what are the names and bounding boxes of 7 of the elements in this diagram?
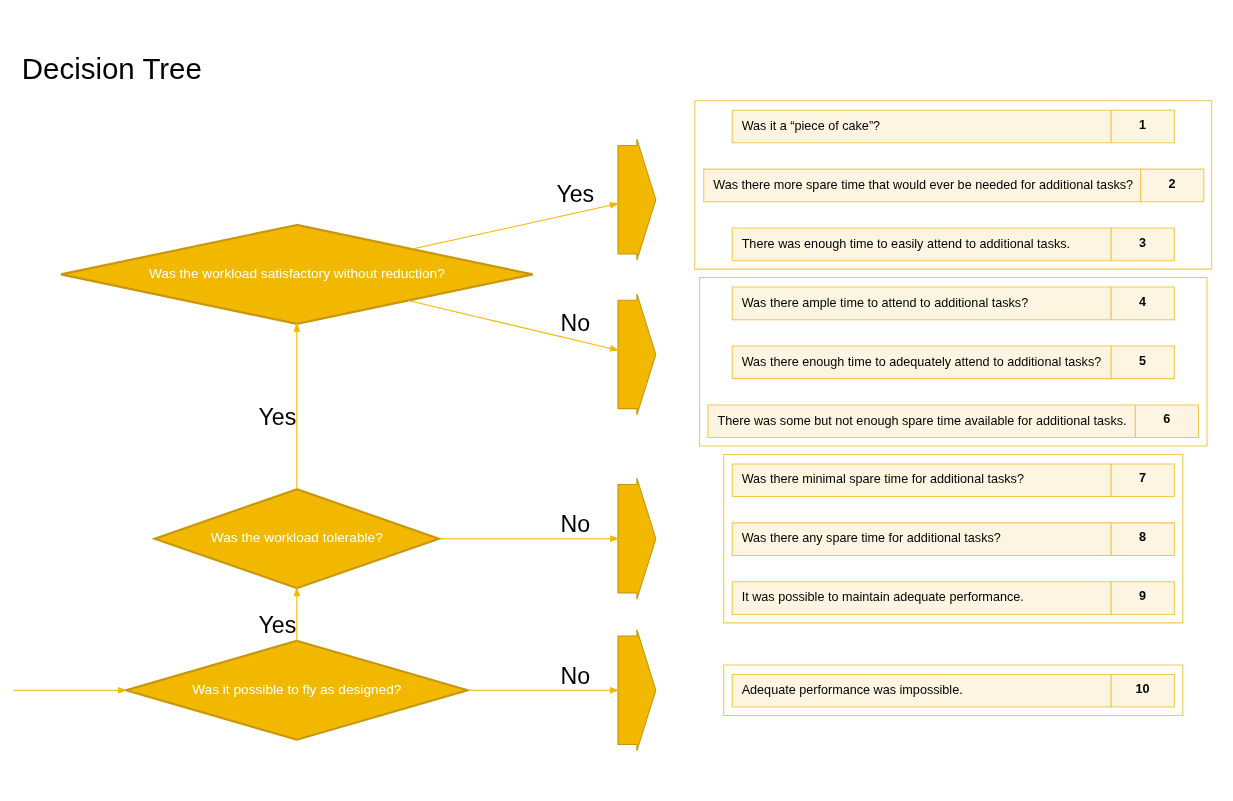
diagram-title: Decision Tree	[21, 51, 202, 85]
edge-label: Yes	[258, 403, 297, 430]
edge-label: No	[560, 510, 591, 537]
edge-label: Yes	[556, 180, 595, 207]
edge-label: Yes	[258, 611, 297, 638]
edge-label: No	[560, 309, 591, 336]
edge-label: No	[560, 662, 591, 689]
